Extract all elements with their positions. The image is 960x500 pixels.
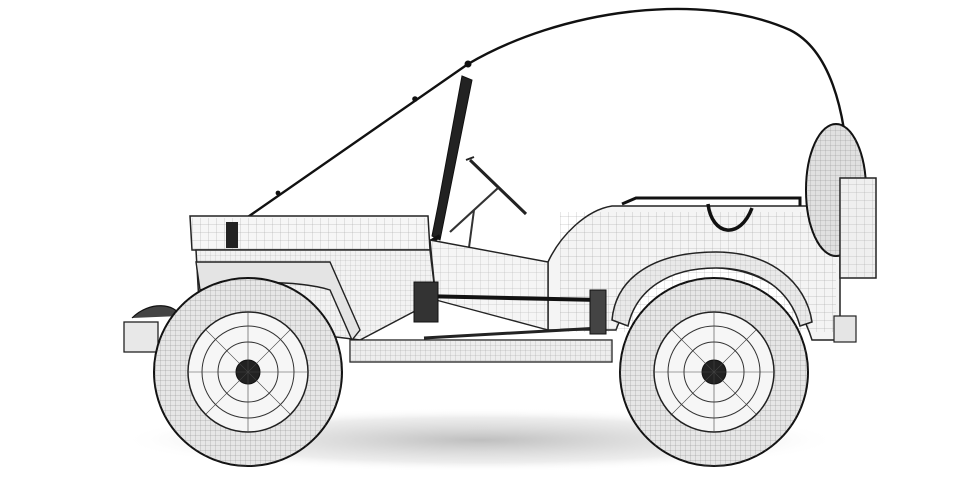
front-wheel: [153, 277, 343, 467]
seat-strap: [706, 203, 754, 232]
antenna-clip: [464, 60, 472, 68]
antenna-whip: [231, 7, 850, 229]
exhaust: [423, 326, 601, 340]
rear-bumper: [833, 315, 857, 343]
antenna-mount: [226, 222, 238, 248]
rear-axle-bracket: [589, 289, 607, 335]
chassis-rail-mesh: [350, 340, 612, 362]
front-bumper: [123, 321, 159, 353]
transfer-case: [413, 281, 439, 323]
seat-rail: [621, 196, 802, 206]
drive-shaft: [419, 294, 601, 302]
windshield-frame: [431, 75, 473, 241]
cowl-mesh: [430, 240, 548, 330]
rear-wheel: [619, 277, 809, 467]
jerry-can-mesh: [840, 178, 876, 278]
antenna-clip: [275, 190, 281, 196]
rear-fender-mesh: [612, 252, 812, 326]
antenna-clip: [412, 96, 418, 102]
